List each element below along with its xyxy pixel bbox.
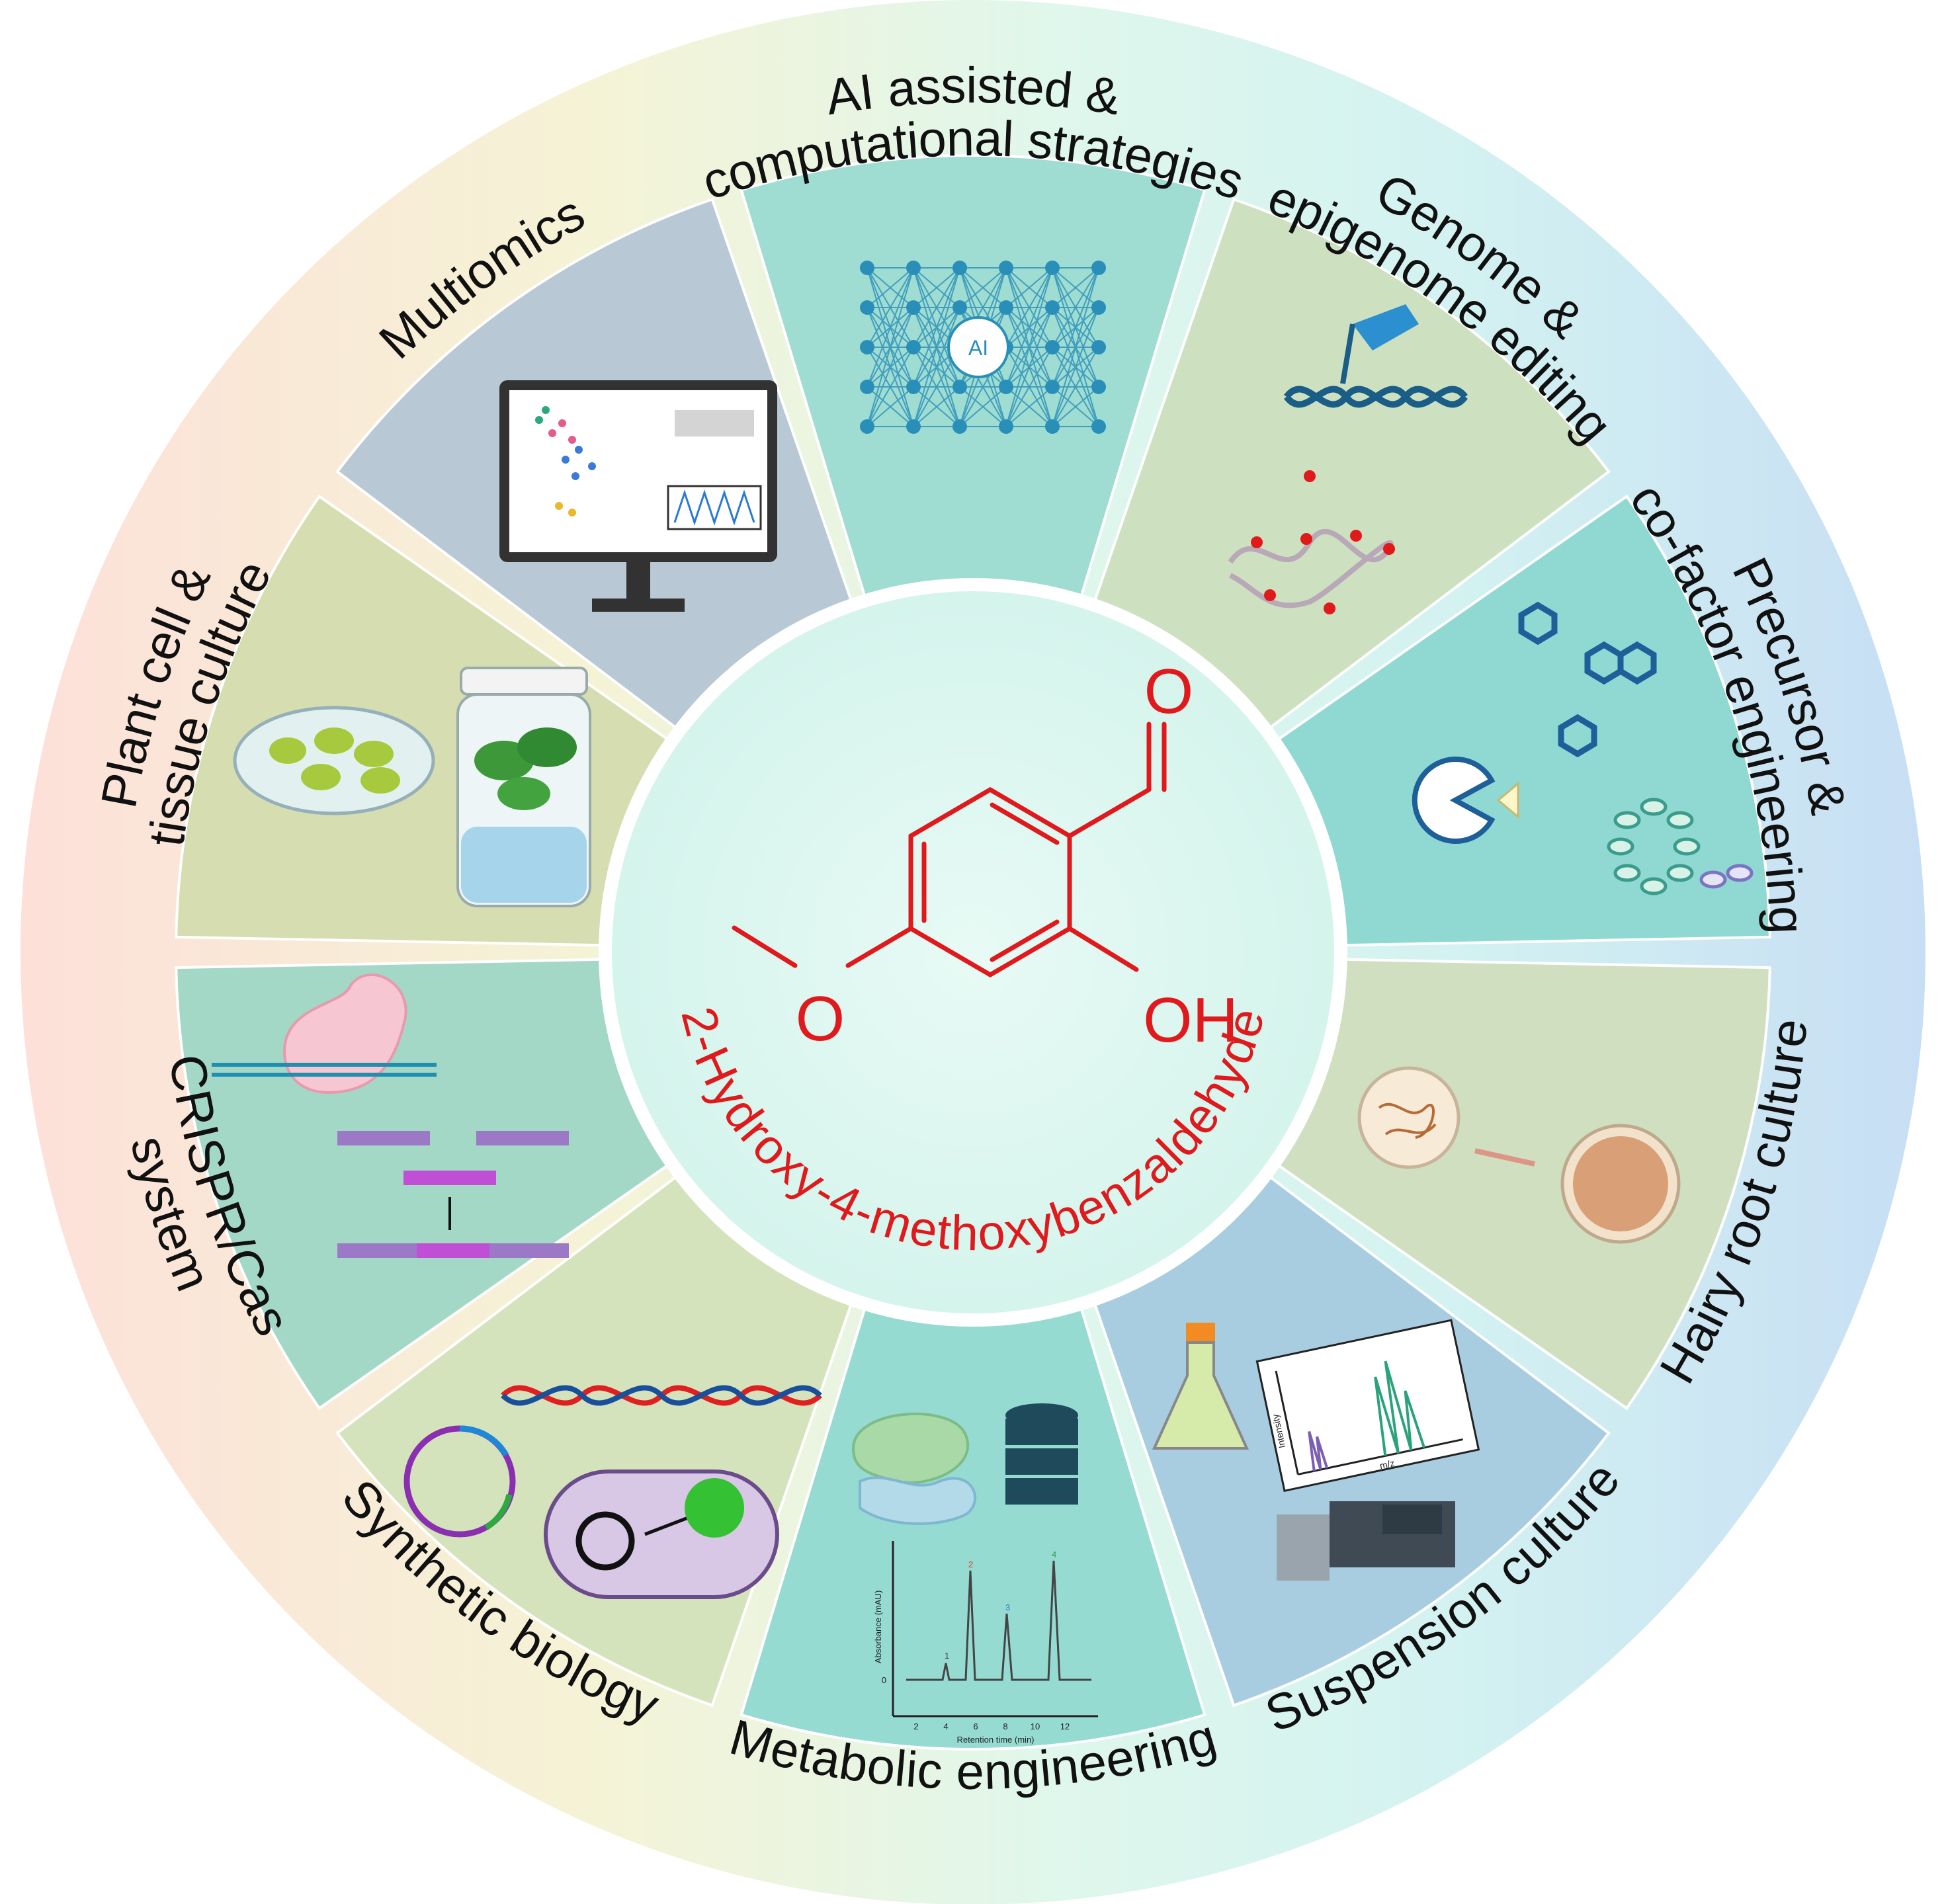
- neural-node: [952, 380, 967, 394]
- molecule-structure: [732, 722, 1167, 978]
- hplc-x-tick-6: 12: [1060, 1721, 1070, 1731]
- cofactor-chain-icon: [1607, 798, 1754, 895]
- hplc-y-tick: 0: [882, 1675, 886, 1685]
- homologous-recombination-icon: [337, 1131, 569, 1258]
- hplc-peak-label-3: 3: [1005, 1602, 1010, 1612]
- neural-node: [1091, 261, 1106, 275]
- pacman-enzyme-icon: [1412, 757, 1519, 844]
- hplc-x-tick-4: 8: [1003, 1721, 1007, 1731]
- neural-node: [952, 261, 967, 275]
- methoxy-oxygen-label: O: [796, 983, 845, 1054]
- neural-node: [952, 419, 967, 434]
- neural-node: [906, 261, 921, 275]
- carbonyl-oxygen-label: O: [1144, 656, 1194, 727]
- instrument-icon: [1277, 1501, 1455, 1581]
- computer-monitor-icon: [499, 380, 777, 612]
- hplc-x-tick-2: 4: [943, 1721, 948, 1731]
- neural-node: [1045, 419, 1060, 434]
- neural-node: [999, 380, 1013, 394]
- neural-node: [999, 419, 1013, 434]
- hplc-peak-label-4: 4: [1052, 1550, 1056, 1559]
- neural-node: [1045, 261, 1060, 275]
- plasmid-icon: [403, 1425, 516, 1538]
- hairy-root-dish-icon: [1357, 1066, 1460, 1169]
- neural-network-icon: AI: [860, 261, 1106, 434]
- hydroxyl-bond: [1067, 926, 1139, 972]
- neural-node: [860, 419, 874, 434]
- hplc-x-tick-5: 10: [1031, 1721, 1040, 1731]
- hplc-x-tick-3: 6: [973, 1721, 978, 1731]
- neural-node: [1091, 380, 1106, 394]
- neural-node: [860, 340, 874, 354]
- neural-node: [1091, 419, 1106, 434]
- neural-node: [1045, 380, 1060, 394]
- neural-node: [906, 380, 921, 394]
- cell-shapes-icon: [851, 1413, 977, 1525]
- database-icon: [1005, 1403, 1078, 1505]
- neural-node: [860, 300, 874, 315]
- neural-node: [906, 340, 921, 354]
- neural-node: [1091, 300, 1106, 315]
- ai-badge-text: AI: [968, 336, 988, 360]
- hplc-peak-label-2: 2: [968, 1559, 973, 1569]
- hplc-chromatogram-icon: Absorbance (mAU) Retention time (min) 0 …: [873, 1541, 1098, 1745]
- plant-jar-icon: [456, 667, 591, 907]
- flask-icon: [1152, 1323, 1249, 1450]
- neural-node: [952, 300, 967, 315]
- neural-node: [1045, 300, 1060, 315]
- hplc-x-axis-label: Retention time (min): [956, 1735, 1034, 1745]
- neural-node: [1091, 340, 1106, 354]
- growth-arrow: [1474, 1148, 1535, 1167]
- bacterium-icon: [544, 1469, 779, 1599]
- ring-double-bond-1: [990, 802, 1060, 845]
- ether-bond: [845, 926, 913, 968]
- neural-node: [999, 300, 1013, 315]
- ring-double-bond-2: [990, 919, 1060, 962]
- hairy-root-dense-dish-icon: [1560, 1124, 1681, 1244]
- neural-node: [1045, 340, 1060, 354]
- chromatin-icon: [1228, 470, 1395, 614]
- center-disc: [599, 578, 1347, 1327]
- neural-node: [860, 261, 874, 275]
- hplc-y-axis-label: Absorbance (mAU): [873, 1591, 883, 1664]
- precursor-molecules-icon: [1518, 601, 1657, 758]
- mass-spectrum-icon: Intensity m/z: [1255, 1319, 1480, 1492]
- ms-x-axis-label: m/z: [1378, 1458, 1395, 1471]
- hplc-x-tick-1: 2: [913, 1721, 918, 1731]
- methyl-bond: [732, 925, 798, 968]
- neural-node: [906, 419, 921, 434]
- neural-node: [999, 261, 1013, 275]
- petri-dish-callus-icon: [233, 706, 435, 815]
- gene-editing-icon: [1284, 304, 1468, 408]
- hplc-peak-label-1: 1: [945, 1651, 949, 1661]
- aldehyde-bond: [1067, 787, 1152, 839]
- neural-node: [860, 380, 874, 394]
- neural-node: [906, 300, 921, 315]
- cas9-complex-icon: [212, 973, 437, 1094]
- dna-helix-icon: [501, 1385, 822, 1406]
- hydroxyl-label: OH: [1143, 985, 1238, 1055]
